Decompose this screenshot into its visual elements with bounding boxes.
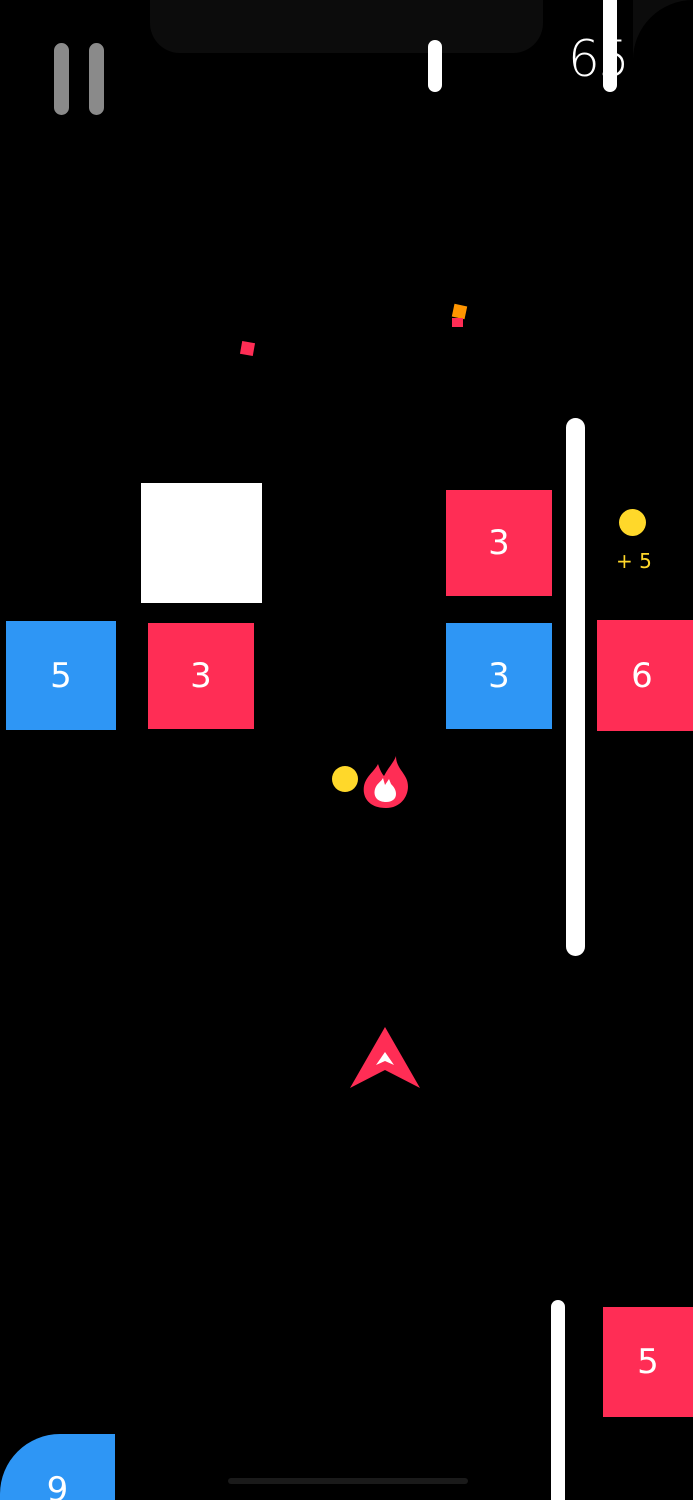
arrow-ship-icon[interactable] xyxy=(350,1027,420,1089)
block: 6 xyxy=(597,620,693,731)
block-value: 9 xyxy=(46,1470,69,1500)
coin xyxy=(332,766,358,792)
coin-bonus-label: + 5 xyxy=(616,549,652,573)
block-value: 5 xyxy=(50,655,72,696)
block: 3 xyxy=(446,623,552,729)
device-corner xyxy=(633,0,693,120)
wall xyxy=(428,40,442,92)
debris-particle xyxy=(452,318,463,327)
block-value: 5 xyxy=(637,1342,659,1382)
block: 3 xyxy=(148,623,254,729)
block xyxy=(141,483,262,603)
pause-icon xyxy=(54,43,69,115)
block-value: 3 xyxy=(488,523,510,563)
coin xyxy=(619,509,646,536)
debris-particle xyxy=(451,303,468,320)
pause-button[interactable] xyxy=(50,40,110,120)
block: 5 xyxy=(603,1307,693,1417)
home-indicator[interactable] xyxy=(228,1478,468,1484)
fire-icon xyxy=(363,756,408,808)
block: 9 xyxy=(0,1434,115,1500)
device-notch xyxy=(150,0,543,53)
pause-icon-bar xyxy=(89,43,104,115)
wall xyxy=(551,1300,565,1500)
block-value: 3 xyxy=(488,656,510,696)
debris-particle xyxy=(239,340,256,357)
block: 5 xyxy=(6,621,116,730)
block-value: 3 xyxy=(190,656,212,696)
block-value: 6 xyxy=(631,655,653,696)
block: 3 xyxy=(446,490,552,596)
wall xyxy=(566,418,585,956)
score: 65 xyxy=(568,30,630,88)
wall xyxy=(603,0,617,92)
